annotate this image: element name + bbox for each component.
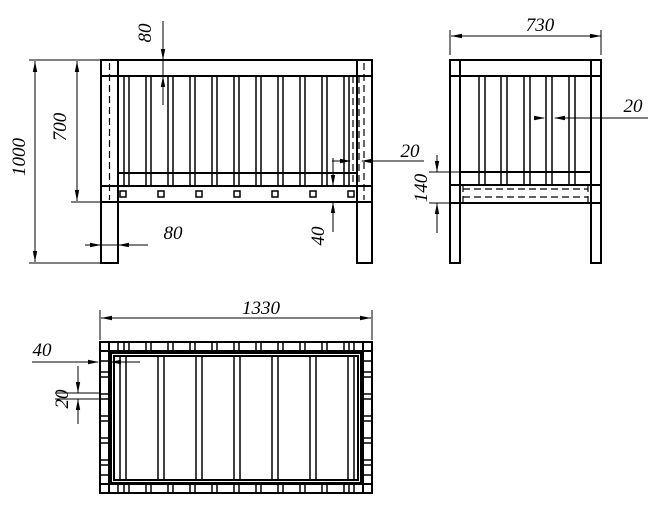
side-view bbox=[449, 59, 602, 264]
dim-side-width: 730 bbox=[526, 15, 555, 36]
dim-front-total-height: 1000 bbox=[9, 138, 30, 177]
side-slats bbox=[478, 75, 576, 186]
top-corner-post-seams bbox=[99, 341, 373, 494]
dim-side-slat: 20 bbox=[624, 96, 644, 117]
arrowheads bbox=[32, 33, 601, 410]
dim-side-base-height: 140 bbox=[411, 173, 432, 202]
side-hidden-platform bbox=[462, 185, 589, 203]
top-view bbox=[99, 341, 373, 494]
top-platform-cross-boards bbox=[119, 355, 355, 481]
front-posts bbox=[100, 59, 373, 264]
top-platform-frame bbox=[110, 352, 362, 484]
top-slat-marks-long-sides bbox=[123, 341, 350, 494]
dim-top-slat: 20 bbox=[52, 389, 73, 409]
top-slat-marks-short-sides bbox=[99, 371, 373, 466]
extension-lines bbox=[29, 30, 602, 400]
front-base-rails bbox=[100, 172, 373, 203]
dim-front-base-rail: 40 bbox=[308, 226, 329, 246]
front-base-board-marks bbox=[119, 190, 355, 198]
front-slats bbox=[123, 75, 350, 187]
dim-top-frame-board: 40 bbox=[33, 340, 53, 361]
side-posts bbox=[449, 59, 602, 264]
front-top-rail bbox=[100, 59, 373, 77]
top-outer-frame bbox=[99, 341, 373, 494]
dimension-lines bbox=[29, 21, 648, 424]
front-view bbox=[100, 59, 373, 264]
dim-front-top-rail: 80 bbox=[135, 23, 156, 43]
dim-top-length: 1330 bbox=[242, 298, 281, 319]
side-top-rail bbox=[449, 59, 602, 77]
dim-front-leg-width: 80 bbox=[164, 223, 184, 244]
dimension-labels: 1000 700 80 80 40 20 730 20 140 1330 40 … bbox=[9, 15, 643, 409]
dim-front-slat: 20 bbox=[401, 141, 421, 162]
side-base-rails bbox=[449, 171, 602, 204]
dim-front-frame-height: 700 bbox=[50, 112, 71, 141]
front-hidden-lines bbox=[108, 63, 365, 200]
